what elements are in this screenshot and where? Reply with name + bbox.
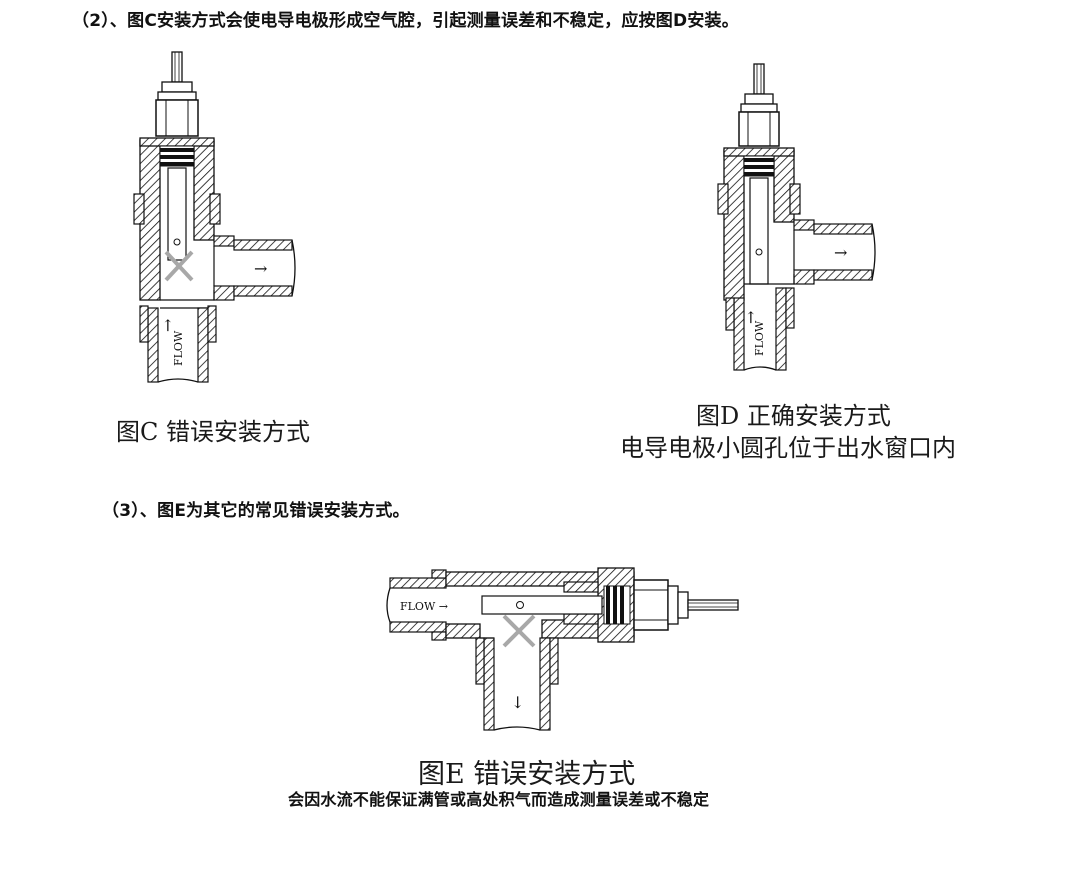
electrode-hole (516, 601, 524, 609)
error-cross (164, 250, 194, 282)
cable (171, 51, 183, 83)
electrode (749, 177, 769, 285)
figure-e-diagram: FLOW → ↓ (386, 567, 739, 731)
outlet-arrow: ↓ (511, 693, 524, 712)
note-2: （2）、图C安装方式会使电导电极形成空气腔，引起测量误差和不稳定，应按图D安装。 (72, 11, 739, 31)
electrode (167, 167, 187, 261)
flow-label: FLOW (753, 320, 766, 356)
note-3: （3）、图E为其它的常见错误安装方式。 (102, 501, 410, 521)
electrode (481, 595, 603, 615)
figure-d-caption-line2: 电导电极小圆孔位于出水窗口内 (620, 434, 956, 462)
electrode-hole (173, 238, 181, 246)
figure-c-diagram: → FLOW → (133, 51, 296, 383)
figure-d-caption-line1: 图D 正确安装方式 (696, 402, 891, 430)
electrode-hole (755, 248, 763, 256)
gasket-stack (159, 145, 195, 167)
inlet-arrow: → (158, 319, 177, 332)
gasket-stack (603, 585, 631, 625)
figure-c-caption: 图C 错误安装方式 (116, 418, 310, 446)
figure-e-caption: 图E 错误安装方式 (418, 759, 636, 790)
hex-nut (738, 93, 780, 147)
error-cross (502, 614, 536, 648)
outlet-arrow: → (254, 259, 267, 278)
figure-e-subcaption: 会因水流不能保证满管或高处积气而造成测量误差或不稳定 (288, 790, 710, 809)
cable (687, 599, 739, 611)
flow-label: FLOW → (400, 600, 448, 613)
flow-label: FLOW (172, 330, 185, 366)
hex-nut (633, 579, 689, 631)
gasket-stack (743, 155, 775, 177)
hex-nut (155, 81, 199, 137)
outlet-arrow: → (834, 243, 847, 262)
figure-d-diagram: → FLOW → (717, 63, 876, 371)
inlet-arrow: → (741, 311, 760, 324)
